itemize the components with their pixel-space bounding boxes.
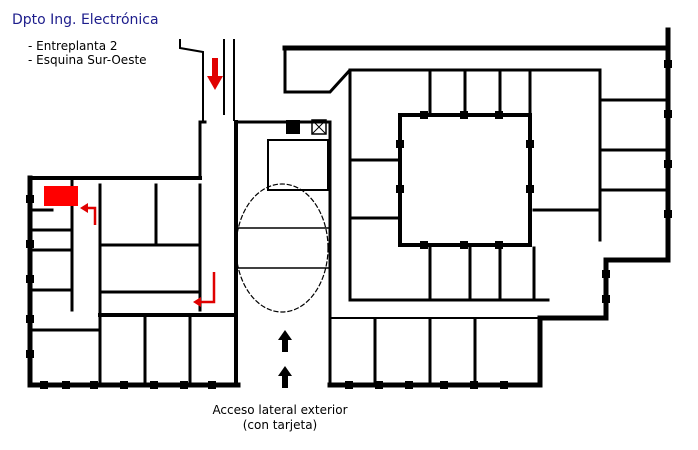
right-wing-east-wall bbox=[327, 27, 671, 388]
stair-core-wall bbox=[234, 120, 332, 387]
red-corner-arrow-icon bbox=[80, 203, 97, 225]
access-caption-line2: (con tarjeta) bbox=[242, 418, 318, 432]
black-up-arrow-icon bbox=[278, 330, 292, 388]
department-title: Dpto Ing. Electrónica bbox=[12, 12, 159, 28]
center-room-walls bbox=[98, 183, 202, 312]
entrance-wall bbox=[179, 39, 204, 121]
north-office-walls bbox=[428, 68, 532, 114]
window-markers bbox=[26, 60, 672, 389]
access-caption-line1: Acceso lateral exterior bbox=[212, 403, 348, 417]
left-room-walls bbox=[28, 208, 102, 332]
stair-outline bbox=[237, 227, 331, 269]
right-wing-north-wall bbox=[282, 27, 671, 51]
elevator-block bbox=[267, 139, 329, 191]
stair-swing bbox=[235, 183, 329, 313]
south-office-walls bbox=[428, 246, 536, 302]
red-route-arrow-icon bbox=[193, 272, 216, 307]
lower-right-walls bbox=[373, 318, 477, 387]
left-corridor-wall bbox=[198, 120, 207, 180]
elevator-icon bbox=[286, 119, 327, 135]
lower-room-walls bbox=[143, 313, 192, 387]
red-down-arrow-icon bbox=[207, 58, 223, 90]
east-office-walls bbox=[532, 68, 670, 242]
red-office-marker bbox=[44, 186, 78, 206]
corner-note: - Esquina Sur-Oeste bbox=[28, 53, 147, 67]
left-wing-outer-wall bbox=[27, 175, 241, 388]
west-office-walls bbox=[348, 158, 402, 220]
right-upper-wall bbox=[283, 46, 602, 94]
right-corridor-wall bbox=[348, 68, 550, 302]
floor-note: - Entreplanta 2 bbox=[28, 39, 118, 53]
central-courtyard bbox=[398, 113, 532, 247]
